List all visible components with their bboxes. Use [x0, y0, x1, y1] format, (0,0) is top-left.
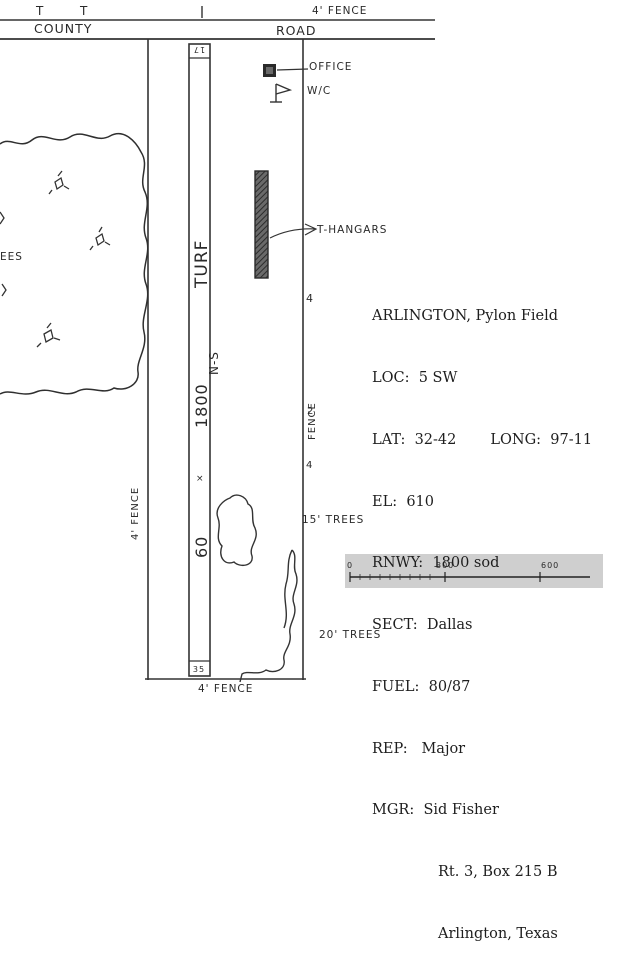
windcone-label: W/C — [307, 85, 331, 97]
office-building-inner — [266, 67, 273, 74]
fence-right-label: FENCE — [307, 402, 318, 440]
info-manager: MGR: Sid Fisher — [372, 802, 499, 819]
left-tree-mass — [0, 132, 149, 395]
road-label-road: ROAD — [276, 23, 316, 38]
runway-strip — [188, 43, 211, 677]
fence-bottom-label: 4' FENCE — [198, 683, 253, 695]
scale-bar: 0 300 600 — [345, 554, 603, 588]
tree-clump-20 — [239, 549, 298, 683]
windcone-icon — [270, 83, 293, 103]
tree-symbol-icon — [0, 170, 111, 348]
scale-label-300: 300 — [436, 561, 454, 570]
tick-mark-label-2: T — [79, 4, 88, 18]
airport-diagram: T T 4' FENCE COUNTY ROAD 17 35 TURF 1800… — [0, 4, 603, 695]
info-fuel: FUEL: 80/87 — [372, 678, 471, 695]
scale-label-600: 600 — [541, 561, 559, 570]
scale-label-0: 0 — [347, 561, 353, 570]
airport-info-block: ARLINGTON, Pylon Field LOC: 5 SW LAT: 32… — [372, 265, 592, 965]
runway-width-label: 60 — [192, 536, 211, 558]
office-label: OFFICE — [309, 61, 352, 73]
info-runway: RNWY: 1800 sod — [372, 555, 500, 572]
airport-name: ARLINGTON, Pylon Field — [372, 308, 559, 325]
runway-length-label: 1800 — [192, 383, 211, 428]
t-hangars-building — [254, 170, 269, 279]
t-hangars-label: T-HANGARS — [316, 224, 387, 236]
info-sectional: SECT: Dallas — [372, 617, 473, 634]
fence-left-label: 4' FENCE — [130, 487, 141, 540]
runway-cross-mark: × — [196, 474, 205, 484]
info-long: LONG: 97-11 — [490, 431, 593, 448]
office-leader-line — [276, 68, 309, 71]
right-side-mark-3: 4 — [306, 460, 313, 471]
info-loc: LOC: 5 SW — [372, 369, 458, 386]
runway-end-south: 35 — [193, 665, 205, 674]
info-lat-long: LAT: 32-42 LONG: 97-11 — [372, 430, 592, 451]
road-label-county: COUNTY — [34, 21, 92, 36]
trees-20-label: 20' TREES — [319, 629, 381, 641]
tree-clump-15 — [216, 494, 257, 567]
runway-surface-label: TURF — [192, 240, 212, 289]
right-side-mark-1: 4 — [306, 292, 314, 305]
trees-15-label: 15' TREES — [302, 514, 364, 526]
right-side-mark-2: 2 — [307, 406, 314, 417]
info-address-line-2: Arlington, Texas — [438, 926, 558, 942]
runway-heading-label: N-S — [207, 351, 221, 375]
runway-end-north: 17 — [193, 45, 205, 54]
fence-top-label: 4' FENCE — [312, 5, 367, 17]
info-elevation: EL: 610 — [372, 493, 434, 510]
trees-left-label: EES — [0, 251, 23, 263]
t-hangars-leader — [269, 223, 318, 239]
info-repair: REP: Major — [372, 740, 466, 757]
info-address-line-1: Rt. 3, Box 215 B — [438, 864, 558, 881]
tick-mark-label-1: T — [35, 4, 44, 18]
info-lat: LAT: 32-42 — [372, 431, 457, 448]
